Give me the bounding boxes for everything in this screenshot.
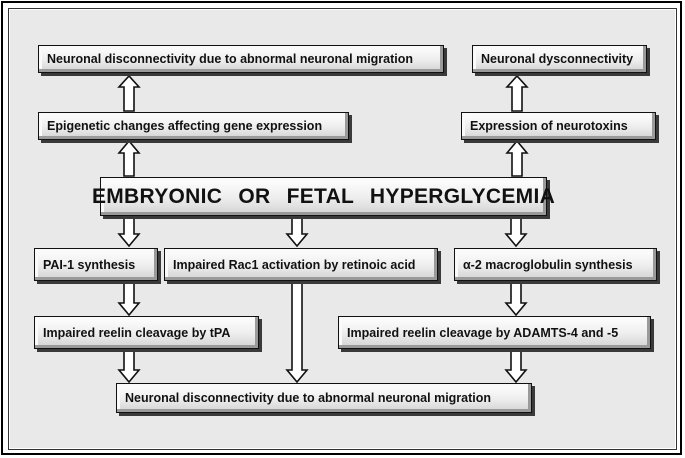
inner-frame (8, 8, 677, 450)
arrow-central-to-neurotoxins (505, 139, 529, 177)
arrow-reelin-tpa-to-bottom (117, 349, 141, 384)
box-alpha2-macroglobulin: α-2 macroglobulin synthesis (454, 248, 657, 281)
box-epigenetic: Epigenetic changes affecting gene expres… (38, 112, 349, 140)
arrow-rac1-to-bottom (285, 280, 309, 384)
box-central-hyperglycemia: EMBRYONIC OR FETAL HYPERGLYCEMIA (92, 177, 555, 216)
box-reelin-tpa: Impaired reelin cleavage by tPA (34, 316, 259, 349)
arrow-neurotoxins-to-top-right (505, 74, 529, 112)
box-bottom-disconnectivity: Neuronal disconnectivity due to abnormal… (116, 383, 532, 413)
arrow-pai1-to-reelin-tpa (117, 281, 141, 317)
arrow-central-to-epigenetic (117, 139, 141, 177)
arrow-central-to-pai1 (117, 215, 141, 248)
box-rac1-activation: Impaired Rac1 activation by retinoic aci… (164, 248, 438, 281)
arrow-central-to-alpha2 (504, 215, 528, 248)
box-top-right: Neuronal dysconnectivity (472, 45, 647, 73)
box-pai1-synthesis: PAI-1 synthesis (34, 248, 158, 281)
arrow-alpha2-to-reelin-adamts (504, 281, 528, 317)
box-reelin-adamts: Impaired reelin cleavage by ADAMTS-4 and… (338, 316, 651, 349)
box-neurotoxins: Expression of neurotoxins (461, 112, 656, 140)
arrow-epigenetic-to-top-left (117, 74, 141, 112)
box-top-left: Neuronal disconnectivity due to abnormal… (38, 45, 444, 73)
arrow-central-to-rac1 (285, 215, 309, 248)
arrow-reelin-adamts-to-bottom (504, 349, 528, 384)
